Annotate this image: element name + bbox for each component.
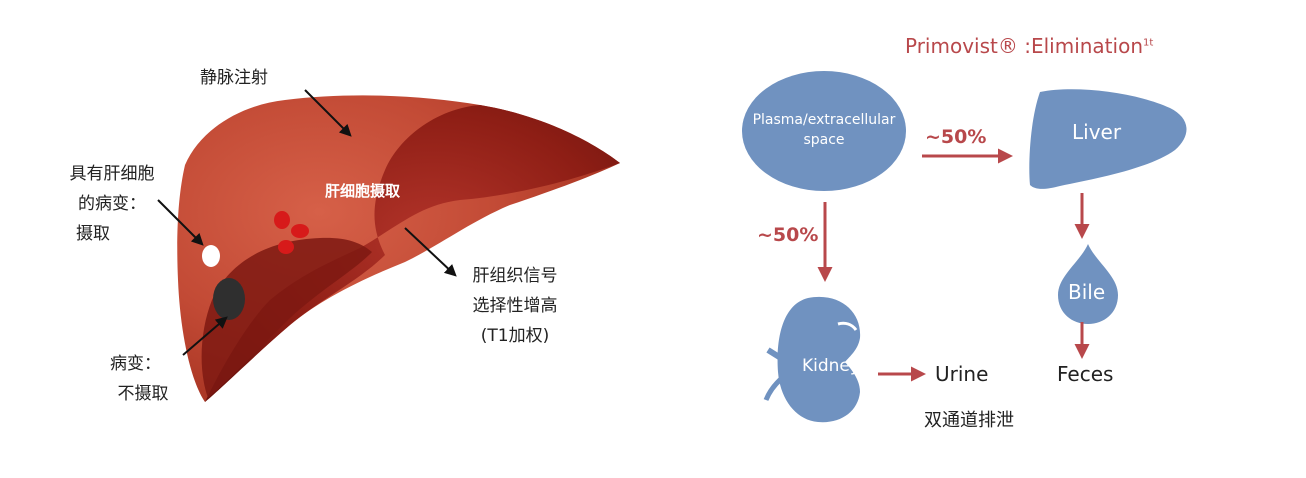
contrast-dot	[278, 240, 294, 254]
elimination-title: Primovist® :Elimination1t	[905, 34, 1153, 58]
arrow-enhancement	[404, 227, 457, 277]
arrow-lesion-no-uptake	[182, 316, 228, 356]
plasma-compartment	[742, 71, 906, 191]
contrast-dot	[291, 224, 309, 238]
elimination-title-superscript: 1t	[1143, 37, 1154, 49]
label-lesion-no-uptake: 病变： 不摄取	[110, 350, 176, 410]
feces-label: Feces	[1057, 362, 1114, 386]
arrow-injection	[304, 89, 352, 137]
label-lesion-no-uptake-line: 病变：	[110, 354, 161, 374]
label-enhancement-line: 肝组织信号	[472, 266, 558, 286]
liver-illustration	[177, 95, 620, 402]
liver-shadow-lobe	[205, 105, 620, 402]
bile-drop-icon	[1058, 244, 1118, 324]
liver-label: Liver	[1072, 120, 1122, 144]
arrow-lesion-uptake	[157, 199, 204, 246]
elimination-caption: 双通道排泄	[924, 410, 1014, 431]
label-lesion-no-uptake-line: 不摄取	[117, 383, 169, 404]
liver-organ-icon	[1029, 89, 1187, 189]
label-lesion-uptake-line: 具有肝细胞	[69, 164, 155, 184]
label-enhancement-line: 选择性增高	[472, 295, 558, 316]
urine-label: Urine	[935, 362, 989, 386]
non-uptake-lesion	[213, 278, 245, 320]
label-lesion-uptake-line: 摄取	[76, 223, 110, 244]
elimination-title-text: Primovist® :Elimination	[905, 34, 1143, 58]
hepatocyte-lesion	[202, 245, 220, 267]
label-injection: 静脉注射	[200, 68, 268, 88]
ureter-icon	[763, 369, 792, 401]
plasma-label: Plasma/extracellular space	[742, 110, 906, 151]
liver-lower-lobe	[201, 237, 372, 398]
bile-label: Bile	[1068, 280, 1106, 304]
pct-to-kidneys: ~50%	[757, 224, 819, 246]
label-lesion-uptake-line: 的病变：	[78, 193, 146, 214]
label-enhancement-line: (T1加权)	[480, 325, 550, 346]
kidneys-label: Kidneys	[802, 356, 869, 376]
contrast-dot	[274, 211, 290, 229]
pct-to-liver: ~50%	[925, 126, 987, 148]
plasma-label-line: Plasma/extracellular	[752, 112, 896, 128]
kidney-notch	[837, 321, 858, 331]
ureter-icon	[766, 347, 794, 368]
label-enhancement: 肝组织信号 选择性增高 (T1加权)	[460, 262, 570, 351]
label-lesion-uptake: 具有肝细胞 的病变： 摄取	[64, 160, 160, 249]
elimination-flow	[742, 71, 1187, 423]
label-hepatocyte-uptake: 肝细胞摄取	[325, 182, 401, 200]
kidney-icon	[777, 296, 861, 423]
plasma-label-line: space	[803, 132, 845, 149]
